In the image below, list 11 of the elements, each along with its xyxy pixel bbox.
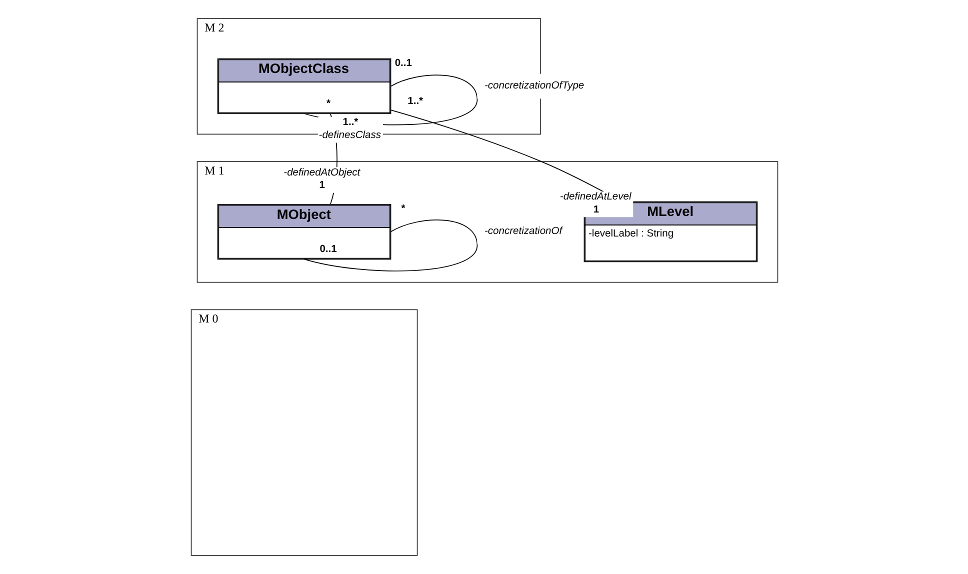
edge-label: -concretizationOf [484,226,562,238]
label: 0..1 [319,244,336,256]
label: * [326,98,330,110]
label: 0..1 [394,58,412,70]
label: 1 [318,180,324,192]
label: * [400,203,405,214]
label: 1..* [342,117,358,128]
label: 1..* [407,96,423,108]
label: -definedAtObject [283,167,360,178]
label: -definedAtLevel [559,192,631,203]
label: 1 [592,204,599,216]
